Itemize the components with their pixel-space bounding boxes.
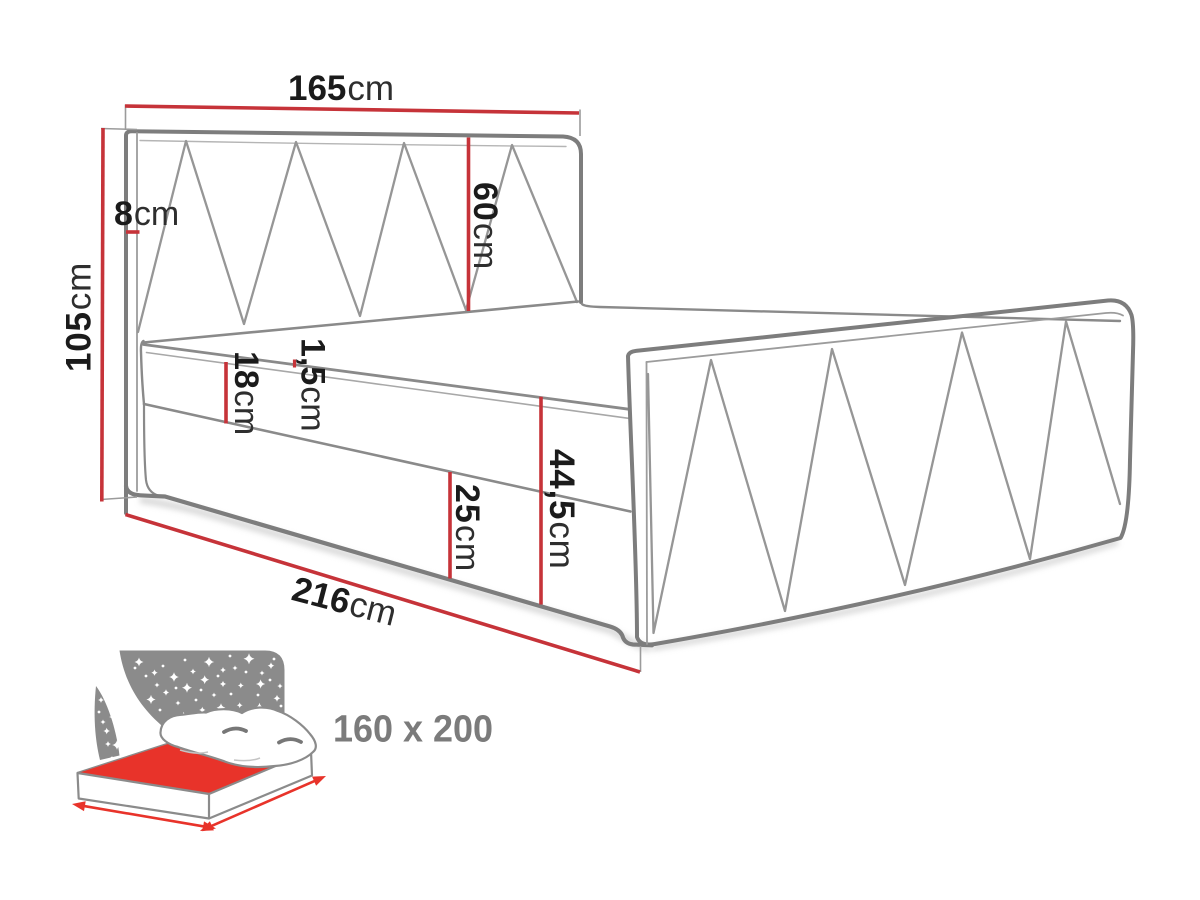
svg-text:8cm: 8cm [114, 195, 179, 233]
svg-text:60cm: 60cm [466, 182, 504, 270]
svg-text:165cm: 165cm [288, 69, 394, 108]
svg-text:1,5cm: 1,5cm [294, 338, 332, 432]
svg-text:18cm: 18cm [227, 351, 265, 435]
svg-text:216cm: 216cm [288, 569, 400, 633]
svg-text:44,5cm: 44,5cm [542, 449, 581, 570]
svg-text:160 x 200: 160 x 200 [333, 709, 493, 751]
svg-text:105cm: 105cm [60, 262, 99, 372]
svg-text:25cm: 25cm [448, 484, 486, 572]
